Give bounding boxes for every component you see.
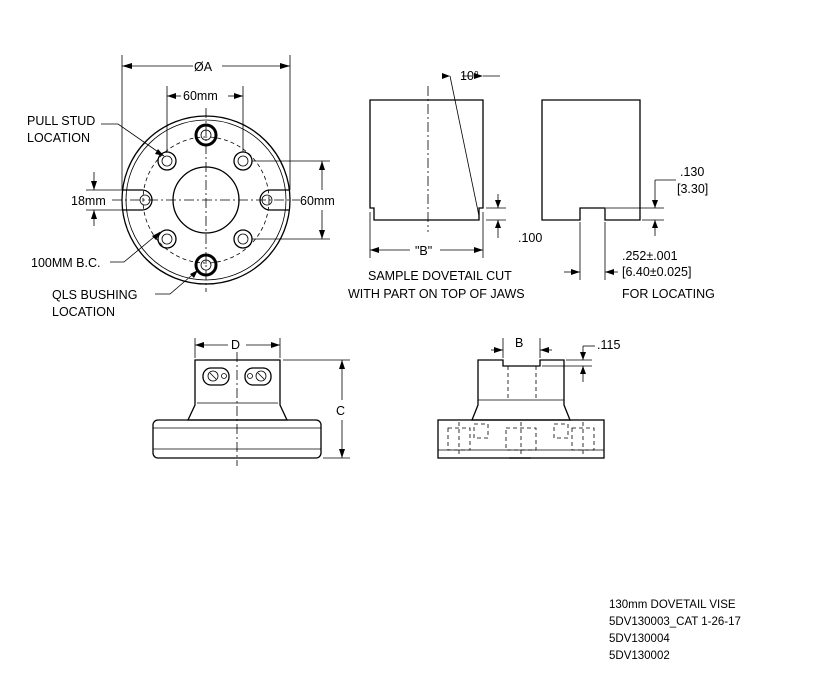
locating-640-label: [6.40±0.025]: [622, 265, 691, 279]
pull-stud-leader: [101, 123, 165, 157]
front-slot-left: [202, 367, 230, 386]
dovetail-caption-1: SAMPLE DOVETAIL CUT: [368, 269, 512, 283]
locating-252-label: .252±.001: [622, 249, 678, 263]
title-line-4: 5DV130002: [609, 650, 670, 662]
dovetail-100-label: .100: [518, 231, 542, 245]
qls-label-2: LOCATION: [52, 305, 115, 319]
pull-stud-label-2: LOCATION: [27, 131, 90, 145]
side-jaw-block: [471, 359, 571, 421]
bc-leader: [110, 231, 161, 263]
side-slot-left: [123, 189, 153, 211]
locating-130-label: .130: [680, 165, 704, 179]
side-b-label: B: [515, 336, 523, 350]
bolt-hole-ne: [233, 151, 253, 171]
title-line-3: 5DV130004: [609, 633, 670, 645]
dim-60-side-label: 60mm: [300, 194, 335, 208]
bolt-hole-se: [233, 229, 253, 249]
dovetail-view: [369, 73, 506, 258]
top-view: [86, 55, 330, 295]
dovetail-b-label: "B": [415, 244, 432, 258]
locating-view: [541, 99, 676, 280]
front-jaw-block: [186, 359, 289, 421]
front-slot-right: [244, 367, 272, 386]
side-115-label: .115: [597, 338, 620, 352]
side-hidden-features: [447, 422, 595, 456]
pull-stud-top: [194, 123, 218, 147]
dim-60-top-label: 60mm: [183, 89, 218, 103]
qls-bushing-bottom: [194, 253, 218, 277]
front-d-label: D: [231, 338, 240, 352]
dovetail-angle-line: [449, 75, 480, 217]
side-slot-right: [259, 189, 289, 211]
dim-a-label: ØA: [194, 60, 213, 74]
dovetail-caption-2: WITH PART ON TOP OF JAWS: [348, 287, 525, 301]
dim-18-label: 18mm: [71, 194, 106, 208]
qls-leader: [155, 269, 199, 295]
title-line-2: 5DV130003_CAT 1-26-17: [609, 616, 741, 628]
pull-stud-label-1: PULL STUD: [27, 114, 95, 128]
locating-caption: FOR LOCATING: [622, 287, 715, 301]
locating-330-label: [3.30]: [677, 182, 708, 196]
dovetail-part-outline: [369, 99, 484, 221]
front-view: [152, 338, 350, 466]
front-c-label: C: [336, 404, 345, 418]
bolt-hole-sw: [157, 229, 177, 249]
locating-part-outline: [541, 99, 641, 221]
dovetail-angle-label: 10°: [460, 69, 479, 83]
bc-label: 100MM B.C.: [31, 256, 100, 270]
title-line-1: 130mm DOVETAIL VISE: [609, 599, 736, 611]
qls-label-1: QLS BUSHING: [52, 288, 137, 302]
side-view: [437, 338, 605, 459]
